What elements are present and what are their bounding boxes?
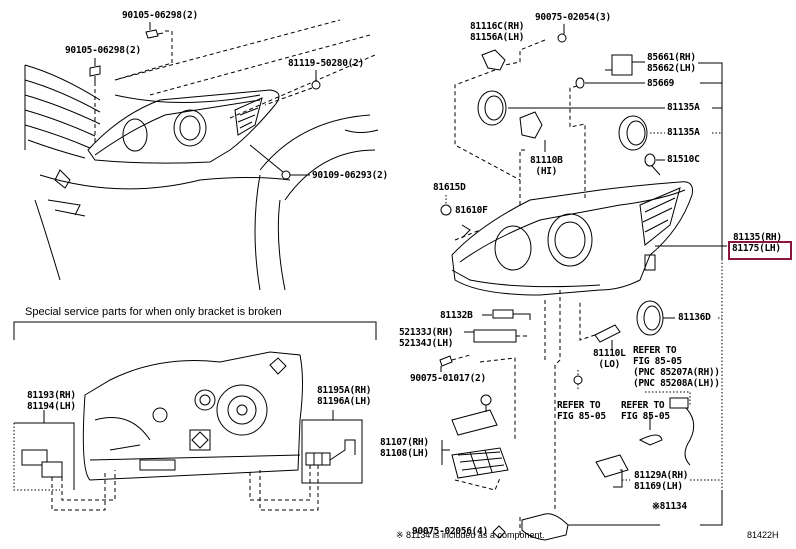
label-line: REFER TO xyxy=(633,345,677,356)
label-line: FIG 85-05 xyxy=(633,356,682,367)
label-line: 81129A(RH) xyxy=(634,470,689,481)
part-label-90105-06298-b[interactable]: 90105-06298(2) xyxy=(65,45,141,56)
special-parts-frame xyxy=(13,321,377,340)
part-label-81195a-81196a[interactable]: 81195A(RH)81196A(LH) xyxy=(317,385,372,407)
part-label-81110l[interactable]: 81110L(LO) xyxy=(593,348,626,370)
label-line: FIG 85-05 xyxy=(621,411,670,422)
part-label-81510c[interactable]: 81510C xyxy=(667,154,700,165)
label-line: 81107(RH) xyxy=(380,437,429,448)
label-line: REFER TO xyxy=(621,400,665,411)
part-label-85669[interactable]: 85669 xyxy=(647,78,675,89)
part-label-81116c-81156a[interactable]: 81116C(RH)81156A(LH) xyxy=(470,21,525,43)
part-label-81135a-2[interactable]: 81135A xyxy=(667,127,700,138)
headlamp-exploded-illustration xyxy=(439,24,727,541)
part-label-90109-06293[interactable]: 90109-06293(2) xyxy=(312,170,388,181)
part-label-90075-02054[interactable]: 90075-02054(3) xyxy=(535,12,611,23)
label-line: 81110L xyxy=(593,348,626,359)
part-label-52133j-52134j[interactable]: 52133J(RH)52134J(LH) xyxy=(399,327,454,349)
selected-part-highlight xyxy=(728,241,792,260)
part-label-81107-81108[interactable]: 81107(RH)81108(LH) xyxy=(380,437,429,459)
label-line: 81196A(LH) xyxy=(317,396,372,407)
footnote: ※ 81134 is included as a component. xyxy=(396,530,545,540)
label-line: (PNC 85207A(RH)) xyxy=(633,367,720,378)
headlamp-rear-illustration xyxy=(13,351,363,511)
label-line: 81195A(RH) xyxy=(317,385,372,396)
label-line: 81169(LH) xyxy=(634,481,683,492)
label-line: 85661(RH) xyxy=(647,52,696,63)
label-line: 81156A(LH) xyxy=(470,32,525,43)
part-label-81135a-1[interactable]: 81135A xyxy=(667,102,700,113)
label-line: FIG 85-05 xyxy=(557,411,606,422)
label-line: (HI) xyxy=(535,166,558,177)
label-line: REFER TO xyxy=(557,400,601,411)
label-line: 81193(RH) xyxy=(27,390,76,401)
label-line: 52134J(LH) xyxy=(399,338,454,349)
part-label-81135-rh[interactable]: 81135(RH) xyxy=(733,232,782,243)
label-line: (LO) xyxy=(598,359,621,370)
label-line: 81194(LH) xyxy=(27,401,76,412)
special-parts-title: Special service parts for when only brac… xyxy=(25,306,282,318)
label-line: 52133J(RH) xyxy=(399,327,454,338)
part-label-81129a-81169[interactable]: 81129A(RH)81169(LH) xyxy=(634,470,689,492)
vehicle-front-illustration xyxy=(24,19,379,291)
part-label-90075-02056[interactable]: 90075-02056(4) xyxy=(412,526,488,537)
part-label-81175-lh[interactable]: 81175(LH) xyxy=(732,243,781,254)
figure-id: 81422H xyxy=(747,530,779,540)
part-label-81119-50280[interactable]: 81119-50280(2) xyxy=(288,58,364,69)
part-label-81110b[interactable]: 81110B(HI) xyxy=(530,155,563,177)
label-line: 81110B xyxy=(530,155,563,166)
part-label-81136d[interactable]: 81136D xyxy=(678,312,711,323)
part-label-90105-06298-a[interactable]: 90105-06298(2) xyxy=(122,10,198,21)
label-line: 85662(LH) xyxy=(647,63,696,74)
label-line: 81108(LH) xyxy=(380,448,429,459)
label-line: 81116C(RH) xyxy=(470,21,525,32)
part-label-81134[interactable]: ※81134 xyxy=(652,501,687,512)
part-label-90075-01017[interactable]: 90075-01017(2) xyxy=(410,373,486,384)
part-label-81610f[interactable]: 81610F xyxy=(455,205,488,216)
part-label-85661-85662[interactable]: 85661(RH)85662(LH) xyxy=(647,52,696,74)
part-label-81615d[interactable]: 81615D xyxy=(433,182,466,193)
part-label-81132b[interactable]: 81132B xyxy=(440,310,473,321)
part-label-81193-81194[interactable]: 81193(RH)81194(LH) xyxy=(27,390,76,412)
label-line: (PNC 85208A(LH)) xyxy=(633,378,720,389)
